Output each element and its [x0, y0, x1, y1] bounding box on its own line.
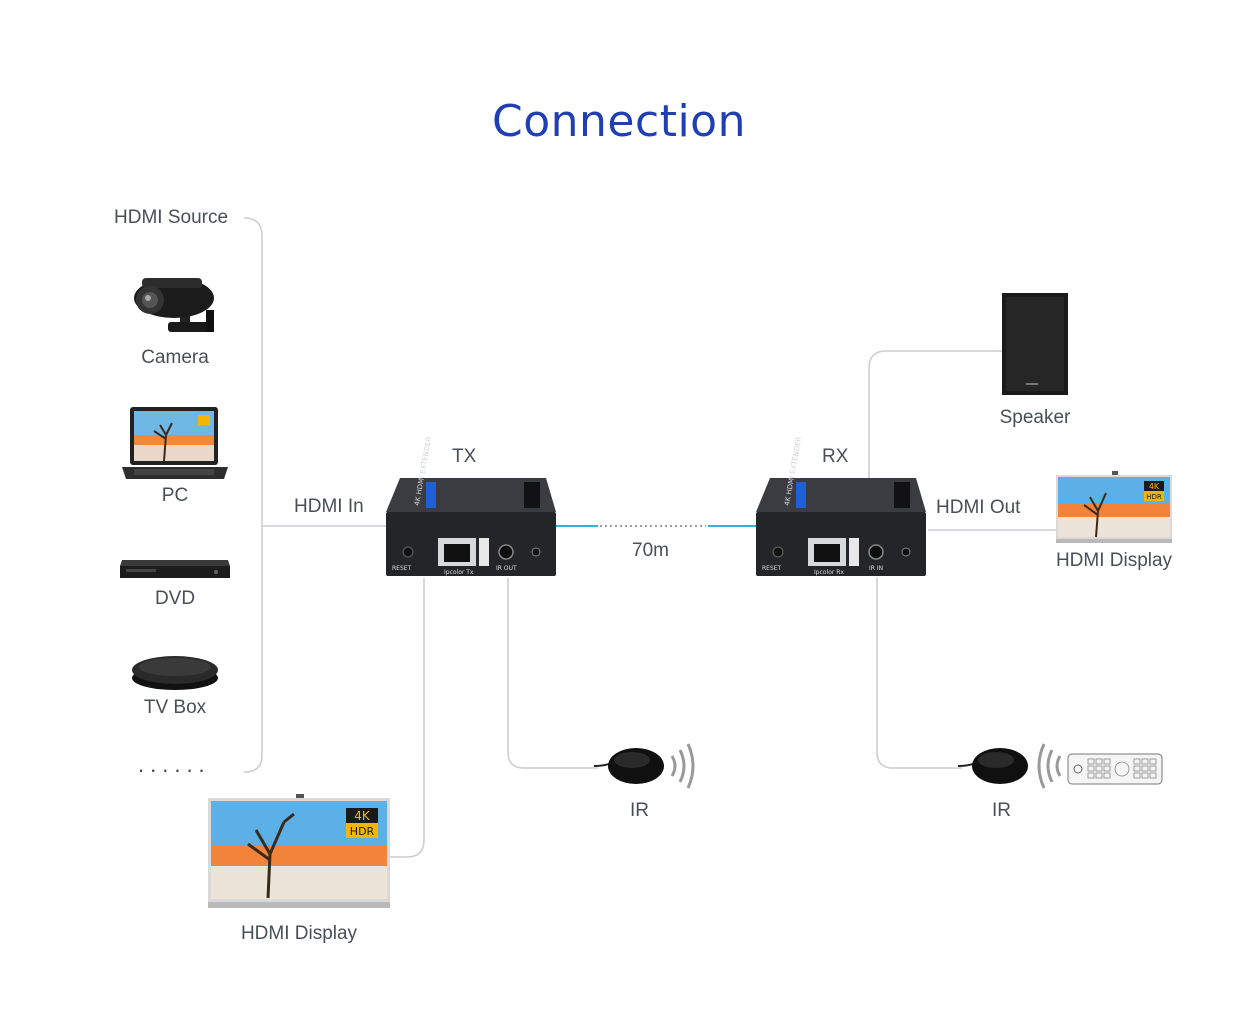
right-tv-badge-4k: 4K [1149, 482, 1160, 491]
left-tv-badge-hdr: HDR [350, 825, 375, 838]
tv-box-icon [132, 656, 218, 690]
rx-extender-device: 4K HDMI EXTENDER [756, 436, 926, 576]
rx-ir-label: IR [992, 800, 1011, 821]
remote-control-icon [1067, 753, 1163, 785]
rx-lan-port-label: Ipcolor Rx [814, 569, 844, 576]
speaker-icon [1002, 293, 1068, 395]
hdmi-out-label: HDMI Out [936, 497, 1021, 518]
rx-ir-line [876, 578, 962, 769]
tx-ir-label: IR [630, 800, 649, 821]
page-title: Connection [492, 96, 746, 147]
source-bracket [243, 217, 263, 773]
tx-label: TX [452, 446, 477, 467]
source-dvd-label: DVD [154, 588, 196, 609]
source-camera-label: Camera [141, 347, 209, 368]
rx-label: RX [822, 446, 849, 467]
rx-ir-port-label: IR IN [869, 565, 884, 572]
tx-ir-line [507, 578, 598, 769]
speaker-label: Speaker [999, 407, 1071, 428]
tx-ir-port-label: IR OUT [496, 565, 517, 572]
more-sources-ellipsis: ...... [138, 752, 211, 777]
cable-distance-label: 70m [632, 540, 669, 561]
left-display-label: HDMI Display [240, 923, 358, 944]
dvd-player-icon [120, 560, 230, 578]
left-tv-badge-4k: 4K [354, 809, 371, 823]
camera-icon [134, 278, 214, 332]
source-tvbox-label: TV Box [143, 697, 207, 718]
left-tv-display: 4K HDR [208, 794, 390, 908]
hdmi-in-label: HDMI In [294, 496, 364, 517]
rx-reset-port-label: RESET [762, 565, 782, 572]
right-tv-display: 4K HDR [1056, 471, 1172, 543]
laptop-icon [122, 407, 228, 479]
tx-reset-port-label: RESET [392, 565, 412, 572]
tx-loop-line [388, 578, 425, 858]
ir-receiver-icon [957, 743, 1062, 789]
source-group-label: HDMI Source [114, 207, 229, 228]
speaker-line [868, 350, 1002, 478]
source-pc-label: PC [161, 485, 189, 506]
ir-emitter-icon [593, 743, 695, 789]
right-display-label: HDMI Display [1055, 550, 1173, 571]
tx-lan-port-label: Ipcolor Tx [444, 569, 474, 576]
right-tv-badge-hdr: HDR [1146, 493, 1162, 501]
